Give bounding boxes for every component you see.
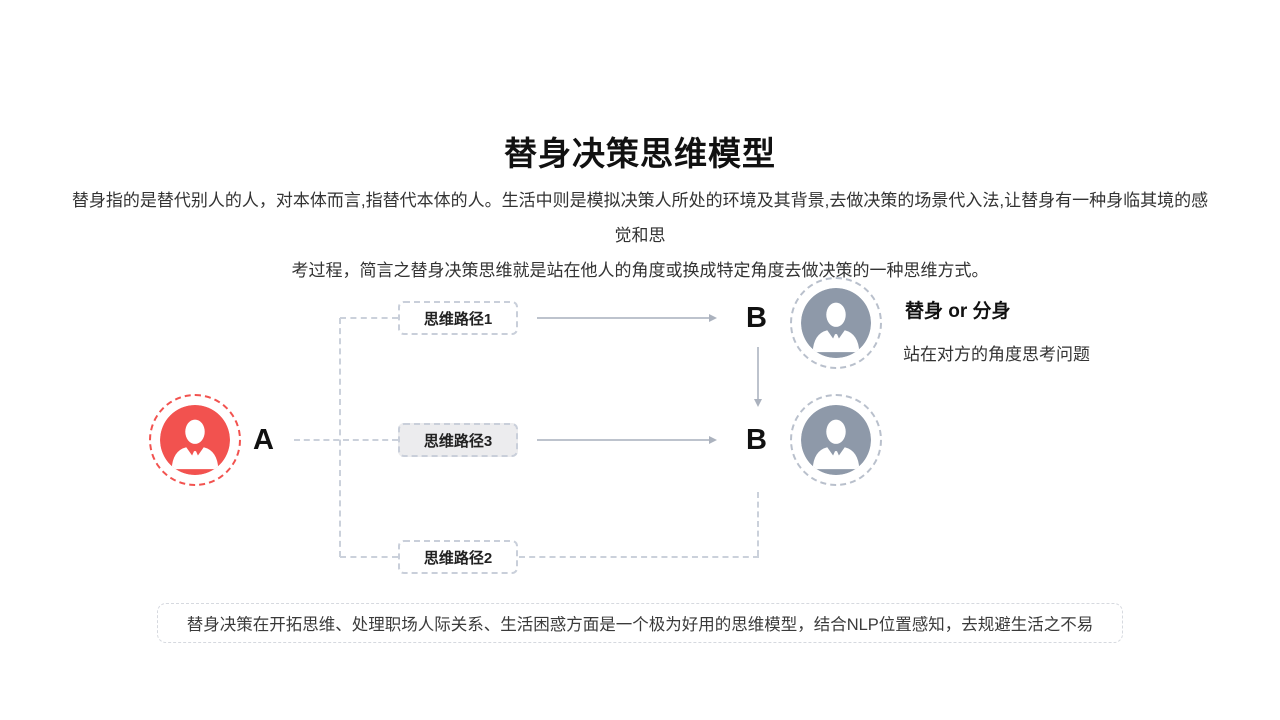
label-b-middle: B (746, 424, 767, 456)
intro-paragraph: 替身指的是替代别人的人，对本体而言,指替代本体的人。生活中则是模拟决策人所处的环… (70, 183, 1210, 288)
result-subtitle: 站在对方的角度思考问题 (903, 345, 1090, 364)
connector-a-to-path3 (294, 439, 398, 441)
footer-note: 替身决策在开拓思维、处理职场人际关系、生活困惑方面是一个极为好用的思维模型，结合… (157, 603, 1123, 643)
arrow-path1-to-b (537, 314, 717, 321)
avatar-standin-top (790, 277, 882, 369)
intro-line-1: 替身指的是替代别人的人，对本体而言,指替代本体的人。生活中则是模拟决策人所处的环… (71, 191, 1209, 245)
connector-trunk-to-path1 (340, 317, 398, 319)
connector-path2-vertical (757, 492, 759, 556)
person-icon (801, 288, 871, 358)
connector-trunk-to-path2 (340, 556, 398, 558)
footer-note-text: 替身决策在开拓思维、处理职场人际关系、生活困惑方面是一个极为好用的思维模型，结合… (186, 616, 1094, 634)
result-title: 替身 or 分身 (905, 301, 1011, 322)
slide-title: 替身决策思维模型 (504, 135, 776, 172)
arrow-path3-to-b (537, 436, 717, 443)
path-box-3-label: 思维路径3 (423, 432, 493, 450)
person-icon (160, 405, 230, 475)
path-box-1: 思维路径1 (398, 301, 518, 335)
connector-path2-horizontal (519, 556, 759, 558)
label-b-top: B (746, 302, 767, 334)
arrow-b-to-b (754, 347, 761, 407)
path-box-2: 思维路径2 (398, 540, 518, 574)
path-box-1-label: 思维路径1 (423, 310, 493, 328)
person-icon (801, 405, 871, 475)
avatar-self (149, 394, 241, 486)
path-box-3: 思维路径3 (398, 423, 518, 457)
avatar-standin-middle (790, 394, 882, 486)
intro-line-2: 考过程，简言之替身决策思维就是站在他人的角度或换成特定角度去做决策的一种思维方式… (291, 261, 989, 280)
label-a: A (253, 424, 274, 456)
path-box-2-label: 思维路径2 (423, 549, 493, 567)
connector-trunk (339, 318, 341, 557)
